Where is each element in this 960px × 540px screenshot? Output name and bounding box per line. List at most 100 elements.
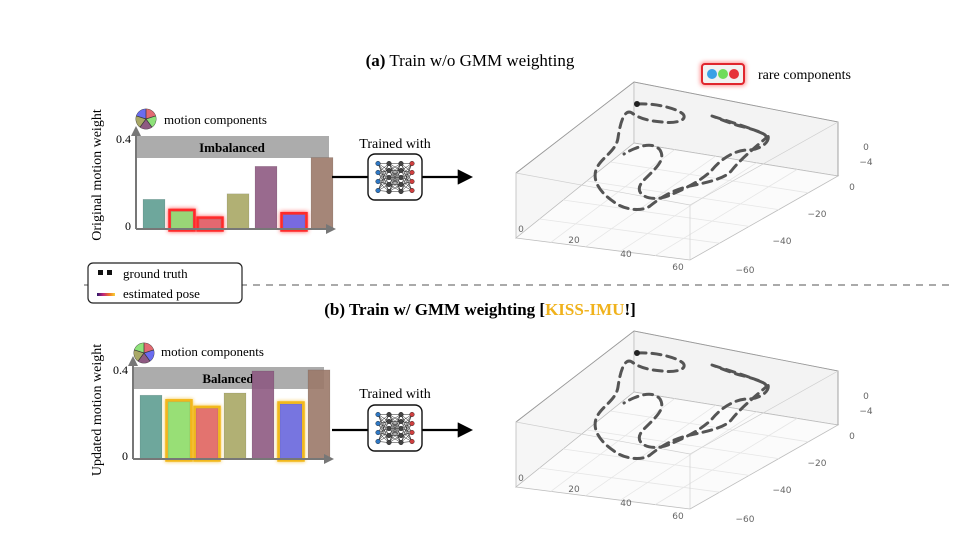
bottom-arrow-label: Trained with [359, 387, 430, 402]
plot-top-rim [515, 81, 839, 176]
bottom-tick-0: 0 [122, 449, 128, 463]
network-edge [400, 421, 413, 433]
network-edge [400, 172, 413, 185]
plot-x-tick: 0 [518, 225, 524, 235]
ground-truth-label: ground truth [123, 266, 188, 281]
network-edge [388, 421, 402, 443]
plot-grid-line [550, 398, 676, 492]
network-edge [400, 428, 413, 442]
network-edge [400, 170, 413, 182]
network-edge [400, 423, 413, 443]
network-edge [400, 163, 413, 192]
plot-grid-line [654, 418, 798, 505]
bar-component-3 [195, 408, 219, 460]
plot-front-edge [515, 421, 691, 455]
plot-grid-line [550, 149, 676, 243]
network-node [386, 175, 392, 181]
network-edge [377, 172, 390, 185]
network-edge [388, 163, 402, 192]
network-node [386, 440, 392, 446]
network-edge [400, 423, 413, 436]
network-node [409, 170, 415, 176]
network-node [386, 411, 392, 417]
plot-front-edge [515, 172, 691, 206]
network-edge [377, 163, 390, 178]
top-network-icon [367, 153, 423, 201]
bottom-panel: Updated motion weight motion components … [90, 330, 873, 525]
ground-truth-marker [98, 270, 112, 275]
bar-component-1 [139, 394, 163, 460]
plot-grid-line [563, 199, 750, 227]
plot-x-tick: 20 [568, 236, 580, 246]
network-edge [377, 170, 390, 182]
network-node [398, 182, 404, 188]
network-node [386, 182, 392, 188]
network-edge [388, 170, 402, 192]
plot-grid-line [585, 404, 716, 497]
network-edge [377, 414, 390, 433]
plot-y-tick: 0 [849, 183, 855, 193]
plot-x-tick: 60 [672, 263, 684, 273]
estimated-pose-label: estimated pose [123, 286, 200, 301]
network-node [409, 411, 415, 417]
plot-z-tick: 0 [863, 392, 869, 402]
network-edge [377, 423, 390, 443]
rare-dot-green [718, 69, 728, 79]
plot-grid-line [539, 467, 720, 493]
bar-component-3 [198, 218, 222, 230]
network-edge [377, 421, 390, 442]
bottom-bars [139, 369, 331, 462]
plot-x-tick: 60 [672, 512, 684, 522]
network-node [409, 160, 415, 166]
motion-components-pie-icon [135, 108, 157, 130]
network-node [409, 430, 415, 436]
bar-highlight-border [277, 401, 305, 462]
plot-y-tick: −60 [736, 515, 755, 525]
network-node [409, 439, 415, 445]
plot-grid-line [620, 162, 757, 252]
plot-z-tick: −4 [859, 407, 873, 417]
plot-x-tick: 0 [518, 474, 524, 484]
plot-x-tick: 20 [568, 485, 580, 495]
top-panel-title: (a) Train w/o GMM weighting [366, 51, 575, 70]
network-node [398, 440, 404, 446]
bar-component-4 [226, 193, 250, 230]
plot-z-tick: 0 [863, 143, 869, 153]
top-band-label: Imbalanced [199, 140, 266, 155]
network-node [409, 421, 415, 427]
network-edge [377, 414, 390, 442]
bar-component-5 [254, 166, 278, 230]
plot-z-tick: −4 [859, 158, 873, 168]
rare-components-label: rare components [758, 68, 851, 83]
plot-y-tick: −60 [736, 266, 755, 276]
network-node [386, 426, 392, 432]
plot-y-tick: −20 [808, 210, 827, 220]
network-node [398, 167, 404, 173]
plot-grid-line [539, 218, 720, 244]
bar-component-7 [307, 369, 331, 460]
plot-x-tick: 40 [620, 499, 632, 509]
plot-y-tick: 0 [849, 432, 855, 442]
top-panel: Original motion weight motion components… [90, 81, 873, 276]
network-edge [377, 428, 390, 442]
network-node [398, 175, 404, 181]
network-node [375, 430, 381, 436]
bar-highlight-border [280, 211, 308, 232]
bar-component-7 [310, 157, 334, 230]
bar-component-4 [223, 392, 247, 460]
trajectory-start-marker [634, 350, 640, 356]
network-node [375, 179, 381, 185]
plot-top-rim [515, 330, 839, 425]
rare-components-legend: rare components [700, 62, 851, 86]
plot-y-tick: −40 [773, 486, 792, 496]
bottom-ylabel: Updated motion weight [90, 344, 105, 476]
top-bars [142, 157, 334, 232]
network-edge [400, 163, 413, 185]
estimated-pose-marker [97, 293, 115, 296]
plot-y-tick: −20 [808, 459, 827, 469]
bar-component-2 [167, 401, 191, 460]
network-node [386, 418, 392, 424]
plot-grid-line [586, 180, 779, 210]
plot-x-tick: 40 [620, 250, 632, 260]
